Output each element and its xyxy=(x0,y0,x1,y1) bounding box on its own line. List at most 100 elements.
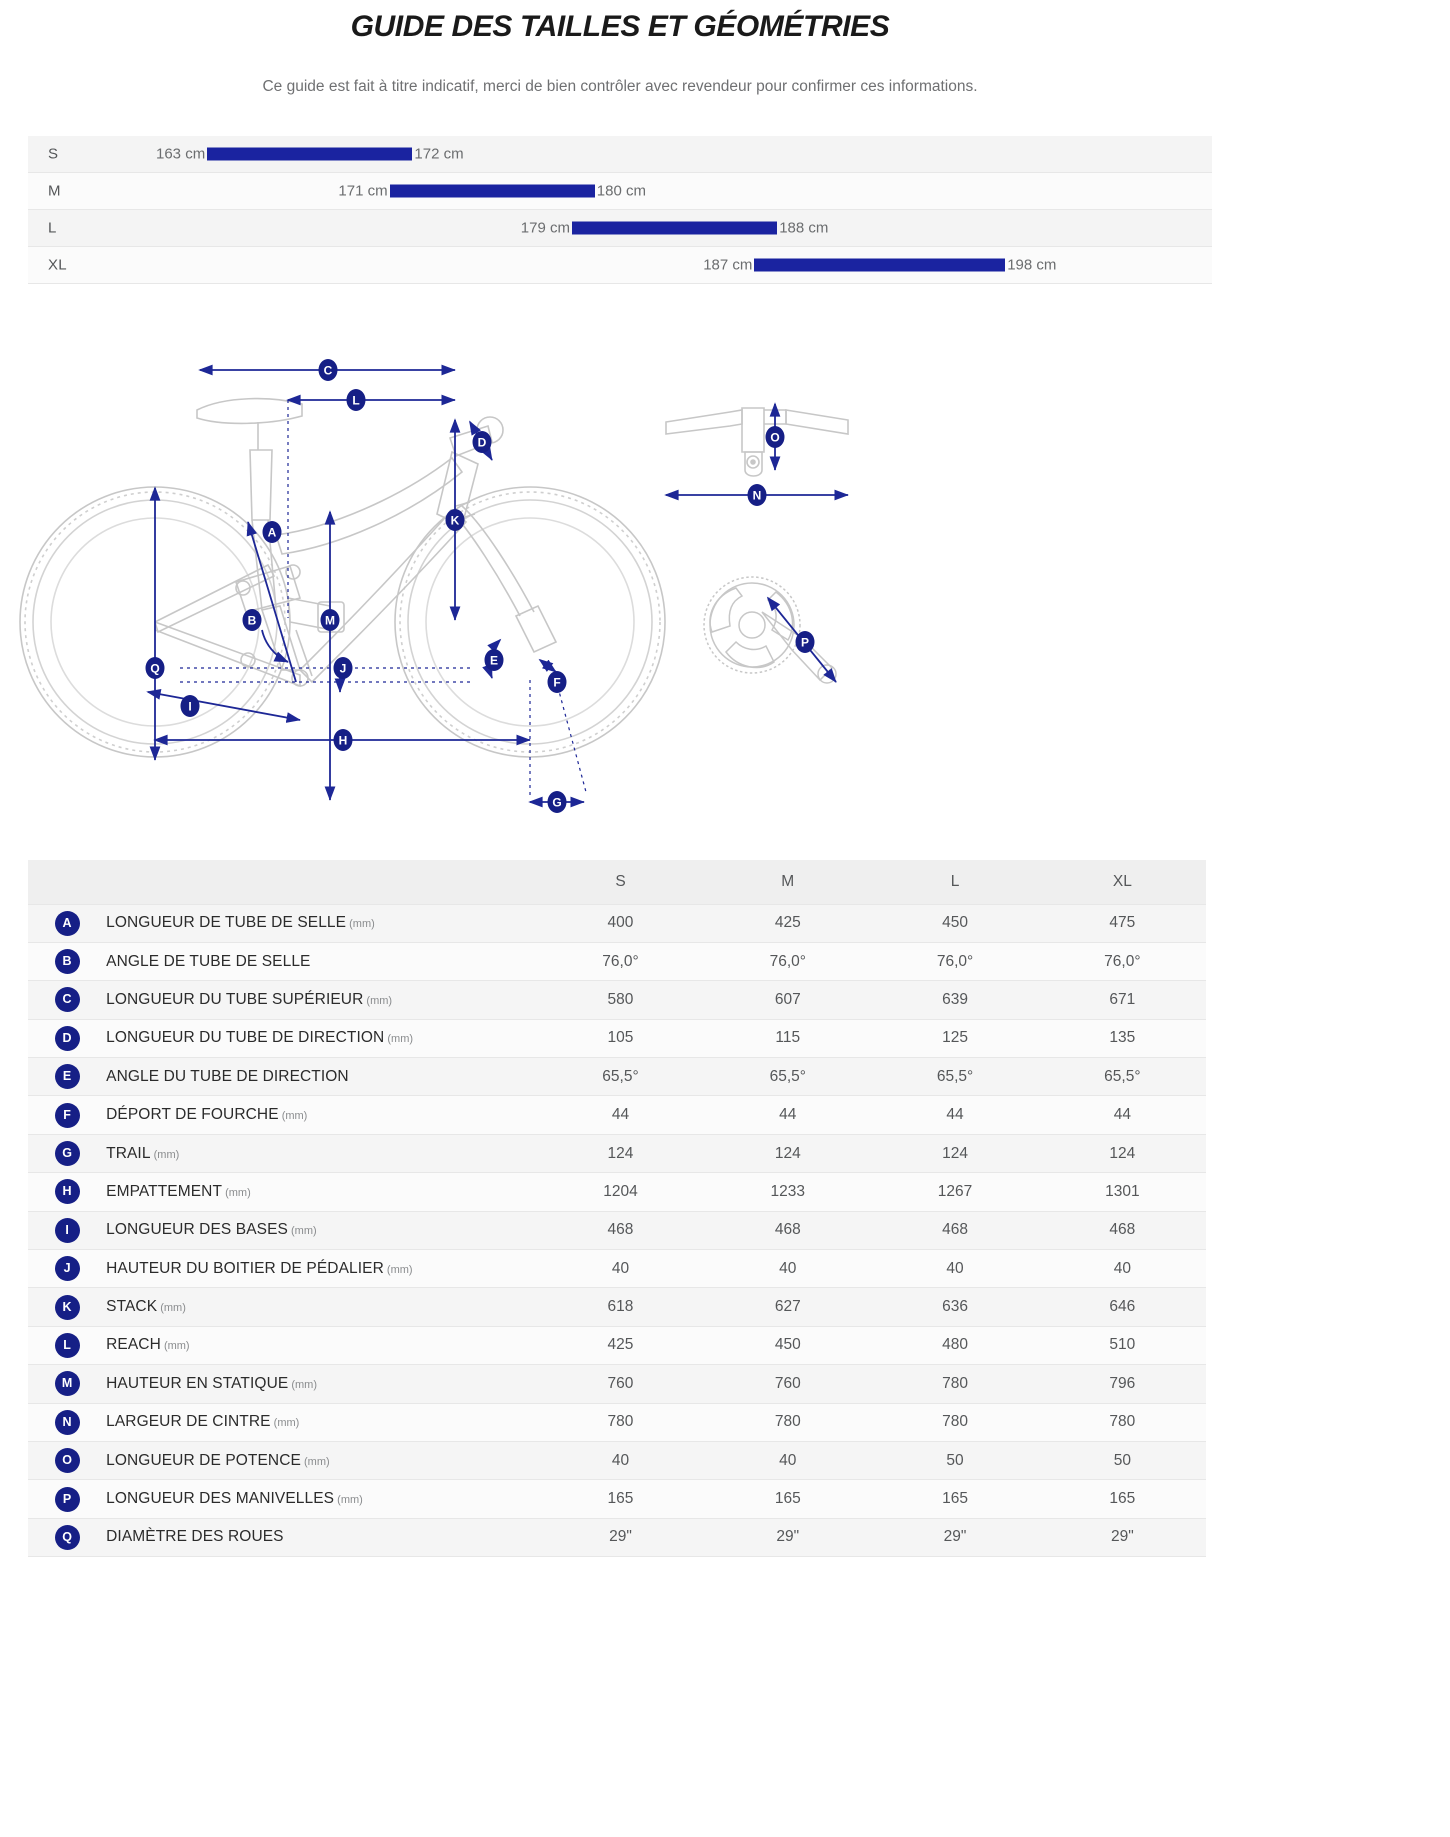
size-min-label: 171 cm xyxy=(338,182,388,200)
value-cell-m: 468 xyxy=(704,1211,872,1251)
header-spacer xyxy=(28,860,537,905)
value-cell-m: 450 xyxy=(704,1326,872,1366)
measurement-unit: (mm) xyxy=(270,1417,300,1430)
row-badge-cell: A xyxy=(28,904,107,943)
measurement-name: ANGLE DE TUBE DE SELLE xyxy=(106,952,311,970)
value-cell-xl: 646 xyxy=(1038,1287,1206,1327)
row-badge-cell: C xyxy=(28,980,107,1020)
measurement-name-cell: REACH (mm) xyxy=(106,1326,537,1366)
value-cell-s: 580 xyxy=(536,980,705,1020)
crankset-view xyxy=(703,576,837,684)
value-cell-m: 780 xyxy=(704,1403,872,1442)
value-cell-s: 468 xyxy=(536,1211,705,1251)
measurement-badge-q: Q xyxy=(54,1524,80,1550)
callout-label-f: F xyxy=(553,676,560,690)
measurement-badge-p: P xyxy=(54,1486,80,1512)
value-cell-s: 65,5° xyxy=(536,1057,705,1097)
measurement-unit: (mm) xyxy=(384,1033,414,1046)
measurement-badge-b: B xyxy=(54,949,80,975)
value-cell-xl: 40 xyxy=(1038,1249,1206,1289)
size-label: M xyxy=(48,182,61,200)
measurement-name-cell: STACK (mm) xyxy=(106,1287,537,1327)
measurement-badge-f: F xyxy=(54,1102,80,1128)
value-cell-l: 29" xyxy=(871,1518,1039,1558)
value-cell-l: 65,5° xyxy=(871,1057,1039,1097)
callout-badge-p xyxy=(795,631,815,653)
value-cell-s: 40 xyxy=(536,1249,705,1289)
value-cell-m: 40 xyxy=(704,1249,872,1289)
callout-badge-k xyxy=(445,509,465,531)
measurement-unit: (mm) xyxy=(287,1225,317,1238)
value-cell-xl: 475 xyxy=(1038,904,1206,943)
value-cell-s: 780 xyxy=(536,1403,705,1442)
range-bar-fill xyxy=(754,258,1006,272)
measurement-badge-o: O xyxy=(54,1448,80,1474)
value-cell-m: 760 xyxy=(704,1364,872,1404)
value-cell-m: 627 xyxy=(704,1287,872,1327)
callout-badge-n xyxy=(747,484,767,506)
measurement-name-cell: LONGUEUR DES BASES (mm) xyxy=(106,1211,537,1251)
value-cell-l: 468 xyxy=(871,1211,1039,1251)
range-bar-fill xyxy=(207,147,413,161)
value-cell-xl: 65,5° xyxy=(1038,1057,1206,1097)
measurement-unit: (mm) xyxy=(157,1302,186,1315)
measurement-name-cell: EMPATTEMENT (mm) xyxy=(106,1172,537,1212)
row-badge-cell: F xyxy=(28,1095,107,1135)
measurement-unit: (mm) xyxy=(383,1263,413,1276)
row-badge-cell: H xyxy=(28,1172,107,1212)
value-cell-xl: 1301 xyxy=(1038,1172,1206,1212)
measurement-name: LONGUEUR DE TUBE DE SELLE xyxy=(106,914,347,932)
value-cell-m: 65,5° xyxy=(704,1057,872,1097)
measurement-name-cell: ANGLE DU TUBE DE DIRECTION xyxy=(106,1057,537,1097)
row-badge-cell: G xyxy=(28,1134,107,1174)
column-header-l: L xyxy=(871,860,1039,905)
measurement-name: LONGUEUR DES BASES xyxy=(106,1221,288,1239)
callout-label-o: O xyxy=(770,431,779,445)
value-cell-s: 124 xyxy=(536,1134,705,1174)
geometry-table-header-row: S M L XL xyxy=(28,860,1206,905)
callout-badge-f xyxy=(547,671,567,693)
value-cell-s: 400 xyxy=(536,904,705,943)
column-header-xl: XL xyxy=(1038,860,1206,905)
callout-badge-q xyxy=(145,657,165,679)
callout-label-g: G xyxy=(552,796,561,810)
measurement-name-cell: LONGUEUR DU TUBE SUPÉRIEUR (mm) xyxy=(106,980,537,1020)
row-badge-cell: O xyxy=(28,1441,107,1481)
measurement-name: LARGEUR DE CINTRE xyxy=(106,1413,271,1431)
callout-label-j: J xyxy=(340,662,347,676)
callout-badge-l xyxy=(346,389,366,411)
measurement-badge-l: L xyxy=(54,1332,80,1358)
callout-label-h: H xyxy=(339,734,348,748)
measurement-unit: (mm) xyxy=(222,1186,251,1199)
size-label: XL xyxy=(48,256,67,274)
measurement-name: STACK xyxy=(106,1298,158,1316)
value-cell-m: 124 xyxy=(704,1134,872,1174)
measurement-name: LONGUEUR DES MANIVELLES xyxy=(106,1490,335,1508)
value-cell-l: 125 xyxy=(871,1019,1039,1059)
row-badge-cell: J xyxy=(28,1249,107,1289)
measurement-badge-c: C xyxy=(54,987,80,1013)
measurement-name: EMPATTEMENT xyxy=(106,1182,223,1200)
value-cell-s: 44 xyxy=(536,1095,705,1135)
measurement-badge-n: N xyxy=(54,1409,80,1435)
size-max-label: 198 cm xyxy=(1007,256,1057,274)
measurement-name: LONGUEUR DU TUBE DE DIRECTION xyxy=(106,1029,385,1047)
value-cell-s: 105 xyxy=(536,1019,705,1059)
value-cell-m: 1233 xyxy=(704,1172,872,1212)
